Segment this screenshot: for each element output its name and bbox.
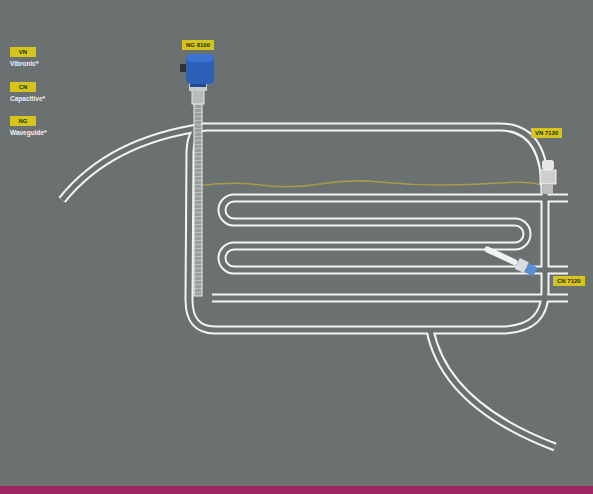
tag-caption: Waveguide* [10,129,47,137]
tag-text: NG 8100 [182,40,214,50]
tag-caption: Vibronic* [10,60,38,68]
tag-text: VN 7120 [531,128,562,138]
waveguide-sensor [180,54,214,296]
model-tag: NG 8100 [182,33,214,51]
liquid-level [196,181,540,187]
tag-text: NG [10,116,36,126]
tank-shell [62,127,568,447]
model-tag: CN 7120 [553,269,585,287]
legend-tag: VN Vibronic* [10,40,38,68]
model-tag: VN 7120 [531,121,562,139]
tag-text: CN 7120 [553,276,585,286]
footer-bar [0,486,593,494]
tag-caption: Capacitive* [10,95,45,103]
capacitive-sensor [482,243,538,278]
tag-text: VN [10,47,36,57]
legend-tag: CN Capacitive* [10,75,45,103]
tag-text: CN [10,82,36,92]
legend-tag: NG Waveguide* [10,109,47,137]
vibronic-sensor [540,160,556,194]
